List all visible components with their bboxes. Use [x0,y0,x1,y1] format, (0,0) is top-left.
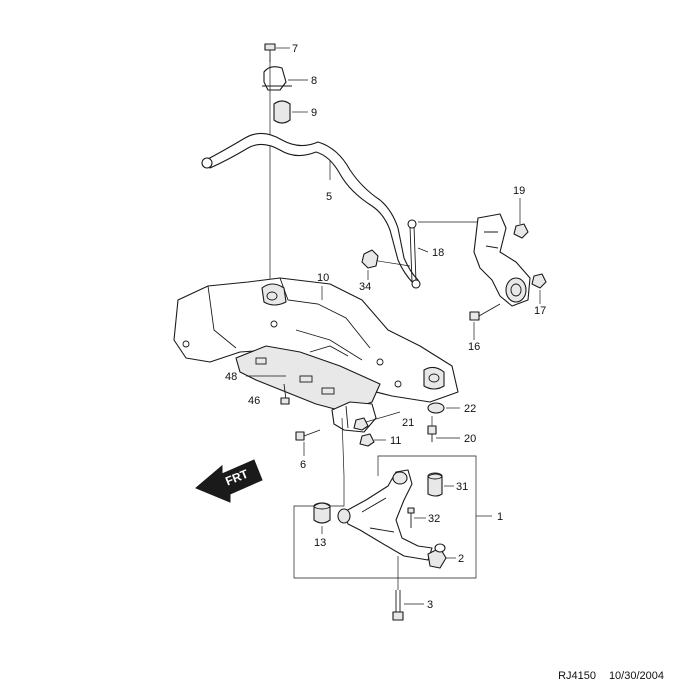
stabilizer-bar [205,132,419,285]
stabilizer-bracket [262,66,292,91]
bolt-16 [469,303,501,321]
stabilizer-bolt [264,43,276,62]
stabilizer-link [371,219,421,289]
front-crossmember [173,277,459,403]
stabilizer-bushing [273,100,291,124]
callout-2: 2 [458,553,464,565]
bolt-6 [295,429,321,441]
callout-19: 19 [513,185,525,197]
front-direction-arrow: FRT [195,459,263,503]
callout-8: 8 [311,75,317,87]
callout-32: 32 [428,513,440,525]
callout-5: 5 [326,191,332,203]
callout-16: 16 [468,341,480,353]
bolt-20 [427,416,437,442]
lower-arm-assembly-frame [293,455,492,579]
callout-21: 21 [402,417,414,429]
callout-18: 18 [432,247,444,259]
callout-3: 3 [427,599,433,611]
bushing-31 [427,472,443,497]
callout-46: 46 [248,395,260,407]
callout-10: 10 [317,272,329,284]
bolt-46 [280,383,290,405]
callout-34: 34 [359,281,371,293]
lower-control-arm [337,469,433,561]
bushing-13 [313,502,331,524]
nut-17 [531,273,547,289]
ball-joint [427,543,447,569]
callout-31: 31 [456,481,468,493]
callout-6: 6 [300,459,306,471]
steering-knuckle [418,213,531,307]
nut-21 [353,417,369,431]
nut-19 [513,223,529,239]
nut-11 [359,433,375,447]
nut-34 [361,249,379,269]
callout-7: 7 [292,43,298,55]
callout-11: 11 [390,435,401,447]
bolt-32 [407,507,415,528]
callout-1: 1 [497,511,503,523]
bolt-3 [392,556,404,621]
washer-22 [427,402,445,414]
callout-13: 13 [314,537,326,549]
bracket-axis-line [341,417,345,477]
diagram-code: RJ4150 [558,670,596,682]
callout-22: 22 [464,403,476,415]
callout-20: 20 [464,433,476,445]
callout-17: 17 [534,305,546,317]
callout-9: 9 [311,107,317,119]
callout-leaders [276,47,541,605]
stabilizer-bar-end [201,157,213,169]
callout-48: 48 [225,371,237,383]
diagram-date: 10/30/2004 [608,670,664,682]
